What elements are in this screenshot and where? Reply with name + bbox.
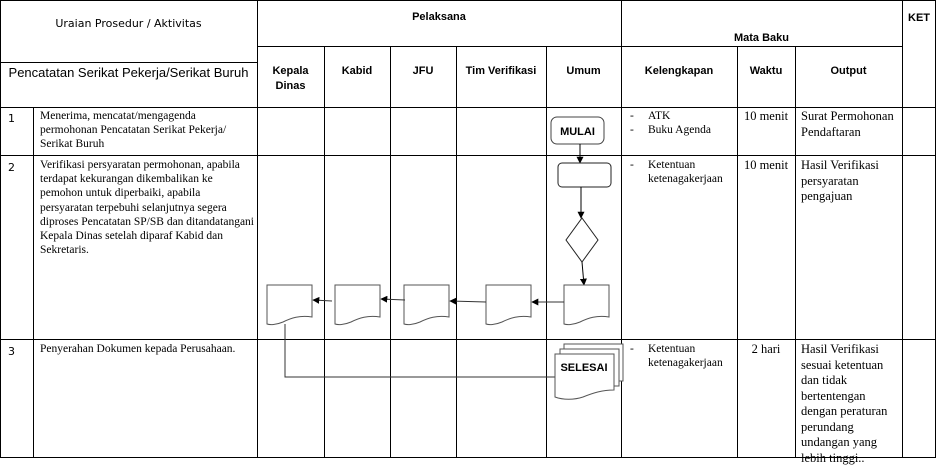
process-box — [557, 162, 612, 188]
flow-connector — [284, 324, 556, 378]
kelengkapan-text: ATK — [648, 110, 671, 122]
bullet-dash: - — [630, 343, 634, 355]
procedure-title: Pencatatan Serikat Pekerja/Serikat Buruh — [8, 65, 249, 80]
kelengkapan-item: - Buku Agenda — [630, 123, 735, 137]
output-value: Surat Permohonan Pendaftaran — [801, 109, 894, 139]
kelengkapan-text: Buku Agenda — [648, 124, 711, 136]
bullet-dash: - — [630, 159, 634, 171]
uraian-prosedur-header: Uraian Prosedur / Aktivitas — [55, 17, 202, 30]
activity-description: Penyerahan Dokumen kepada Perusahaan. — [40, 343, 236, 355]
row-number: 3 — [8, 345, 15, 358]
flow-arrow — [579, 261, 587, 286]
waktu-value: 10 menit — [743, 109, 789, 123]
activity-description: Verifikasi persyaratan permohonan, apabi… — [40, 159, 254, 257]
decision-diamond — [565, 217, 599, 263]
document-shape-umum — [563, 284, 610, 326]
row-number: 1 — [8, 112, 15, 125]
col-waktu: Waktu — [749, 65, 783, 77]
flow-arrow — [449, 297, 487, 305]
kelengkapan-list: - Ketentuan ketenagakerjaan — [630, 342, 735, 370]
kelengkapan-item: - ATK — [630, 109, 735, 123]
col-tim-verifikasi: Tim Verifikasi — [465, 65, 537, 77]
kelengkapan-list: - Ketentuan ketenagakerjaan — [630, 158, 735, 186]
pelaksana-header: Pelaksana — [412, 11, 466, 23]
col-jfu: JFU — [412, 65, 434, 77]
col-kepala-dinas: Kepala Dinas — [272, 65, 309, 92]
mata-baku-header: Mata Baku — [733, 32, 790, 44]
kelengkapan-text: Ketentuan ketenagakerjaan — [648, 159, 723, 185]
kelengkapan-text: Ketentuan ketenagakerjaan — [648, 343, 723, 369]
col-umum: Umum — [566, 65, 601, 77]
document-shape-kepala-dinas — [266, 284, 313, 326]
ket-header: KET — [908, 12, 930, 24]
waktu-value: 2 hari — [751, 342, 781, 356]
col-output: Output — [830, 65, 867, 77]
col-kelengkapan: Kelengkapan — [644, 65, 714, 77]
waktu-value: 10 menit — [743, 158, 789, 172]
end-multidocument: SELESAI — [554, 343, 624, 400]
bullet-dash: - — [630, 110, 634, 122]
end-label: SELESAI — [560, 362, 607, 374]
start-label: MULAI — [560, 126, 595, 138]
document-shape-kabid — [334, 284, 381, 326]
output-value: Hasil Verifikasi persyaratan pengajuan — [801, 158, 879, 203]
kelengkapan-item: - Ketentuan ketenagakerjaan — [630, 342, 735, 370]
kelengkapan-list: - ATK - Buku Agenda — [630, 109, 735, 137]
activity-description: Menerima, mencatat/mengagenda permohonan… — [40, 110, 227, 150]
document-shape-tim-verifikasi — [485, 284, 532, 326]
row-number: 2 — [8, 161, 15, 174]
bullet-dash: - — [630, 124, 634, 136]
col-kabid: Kabid — [341, 65, 373, 77]
kelengkapan-item: - Ketentuan ketenagakerjaan — [630, 158, 735, 186]
document-shape-jfu — [403, 284, 450, 326]
flow-arrow — [380, 295, 406, 303]
flow-arrow — [312, 296, 333, 304]
start-terminator: MULAI — [550, 116, 605, 145]
